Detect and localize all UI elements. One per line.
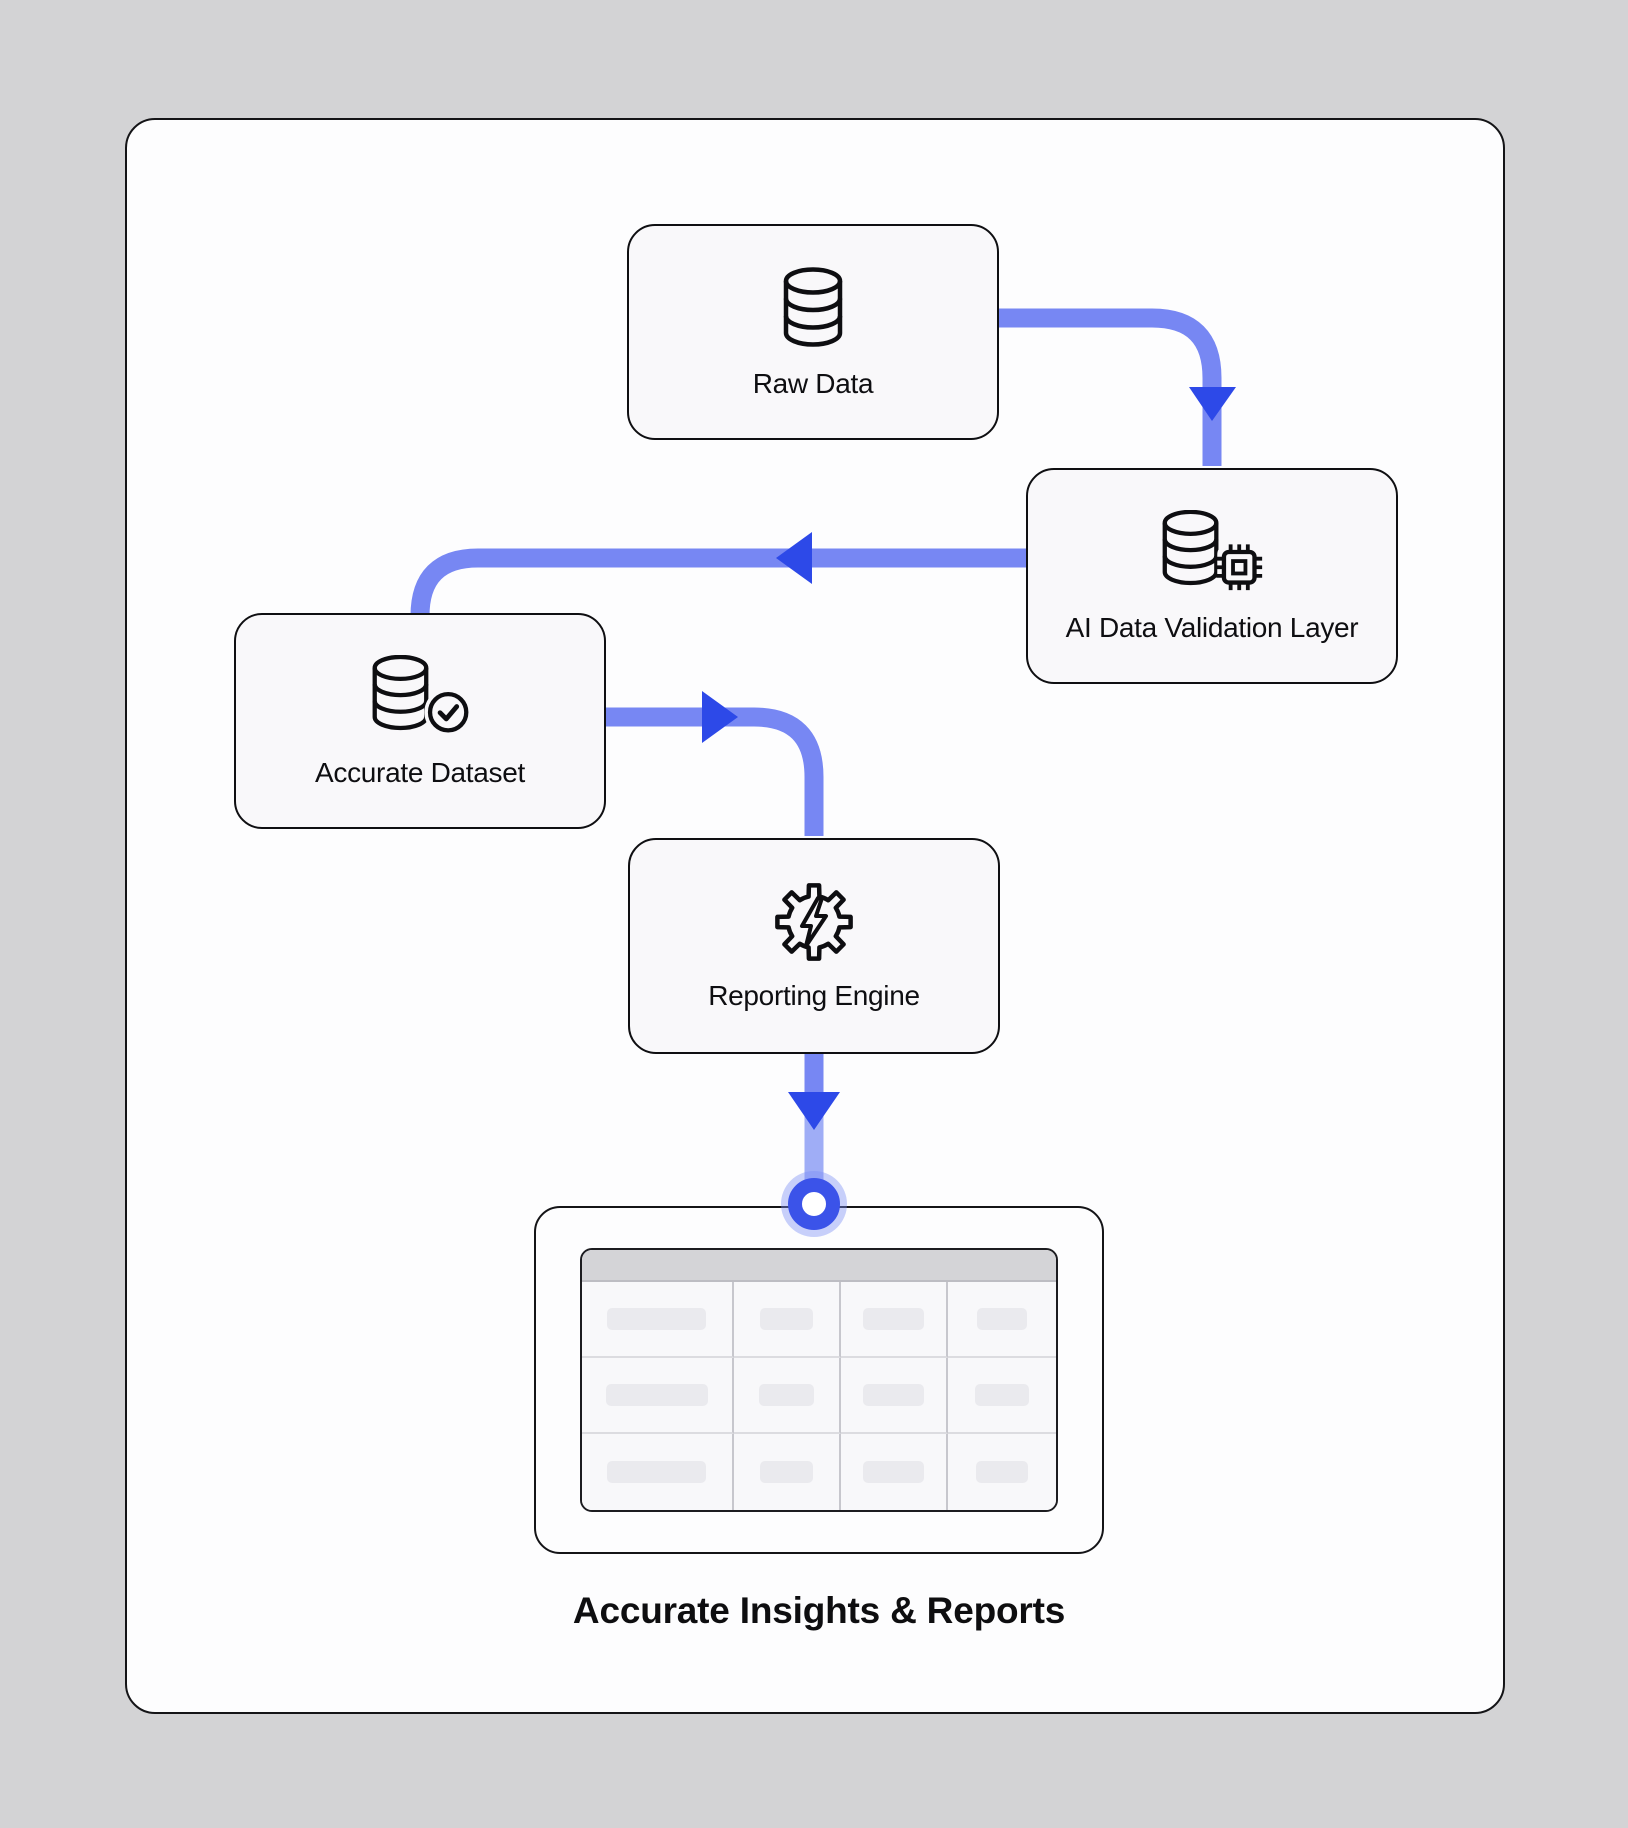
skeleton-bar [758,1384,814,1406]
skeleton-bar [976,1461,1028,1483]
table-cell [948,1358,1056,1434]
arrowhead-down-icon [1189,387,1236,421]
table-cell [840,1358,949,1434]
skeleton-bar [862,1308,925,1330]
table-cell [582,1434,734,1510]
connector-raw-to-ai [999,308,1222,466]
table-header-bar [582,1250,1056,1282]
table-cell [582,1282,734,1358]
report-preview-panel [534,1206,1104,1554]
node-reporting-engine: Reporting Engine [628,838,1000,1054]
skeleton-bar [605,1384,708,1406]
node-label: AI Data Validation Layer [1065,612,1359,643]
gear-lightning-icon [775,883,853,961]
skeleton-bar [607,1461,707,1483]
skeleton-bar [759,1461,813,1483]
database-icon [783,267,843,347]
node-label: Raw Data [752,368,874,399]
skeleton-bar [862,1461,925,1483]
node-label: Accurate Dataset [315,757,525,788]
table-cell [733,1358,841,1434]
arrowhead-down-icon [788,1092,840,1130]
database-check-icon [372,655,472,737]
skeleton-bar [759,1308,813,1330]
node-raw-data: Raw Data [627,224,999,440]
skeleton-bar [975,1384,1030,1406]
table-cell [948,1282,1056,1358]
connector-dataset-to-engine [606,707,824,836]
arrowhead-right-icon [702,691,738,743]
report-table [580,1248,1058,1512]
skeleton-bar [862,1384,925,1406]
node-ai-validation-layer: AI Data Validation Layer [1026,468,1398,684]
table-cell [840,1434,949,1510]
skeleton-bar [607,1308,707,1330]
table-cell [733,1434,841,1510]
skeleton-bar [977,1308,1027,1330]
table-cell [733,1282,841,1358]
arrowhead-left-icon [776,532,812,584]
connector-ai-to-dataset [410,548,1026,624]
table-body [582,1282,1056,1510]
database-chip-icon [1162,510,1262,591]
node-accurate-dataset: Accurate Dataset [234,613,606,829]
table-cell [840,1282,949,1358]
table-cell [582,1358,734,1434]
table-cell [948,1434,1056,1510]
node-label: Reporting Engine [708,980,920,1011]
diagram-caption: Accurate Insights & Reports [572,1590,1066,1631]
